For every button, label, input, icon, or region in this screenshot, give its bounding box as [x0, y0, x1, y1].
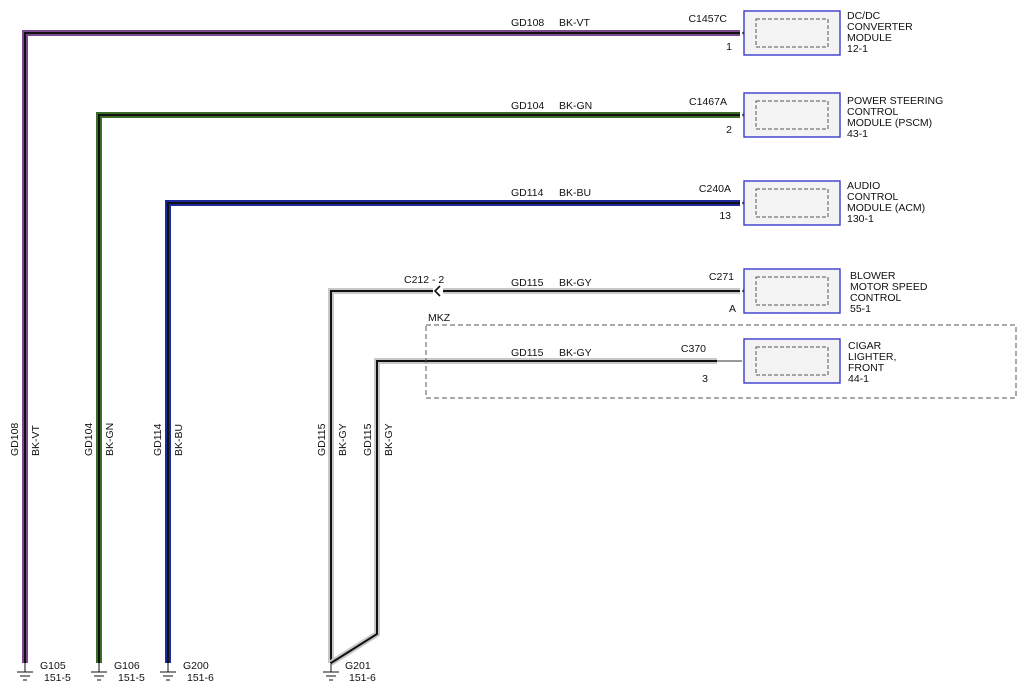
ground-g200-icon [160, 663, 176, 681]
vwire-gd115-cigar-color: BK-GY [383, 423, 395, 456]
wire-gd115-cigar-color-label: BK-GY [559, 347, 592, 359]
option-box [425, 324, 1017, 399]
ground-g105-id: G105 [40, 660, 66, 672]
connector-c1457c-label: C1457C [688, 13, 727, 25]
module-blower-name-line2: MOTOR SPEED [850, 281, 928, 293]
module-cigar-inner [755, 346, 829, 376]
wire-gd115-cigar-outer [329, 358, 717, 666]
wire-gd115-blower-core-a [330, 290, 433, 663]
module-acm-inner [755, 188, 829, 218]
ground-g200-id: G200 [183, 660, 209, 672]
wire-gd104-circuit-label: GD104 [511, 100, 544, 112]
module-blower-inner [755, 276, 829, 306]
connector-c271-label: C271 [709, 271, 734, 283]
ground-g106-ref: 151-5 [118, 672, 145, 684]
wire-gd115-cigar-circuit-label: GD115 [511, 347, 544, 359]
module-dcdc-name-line3: MODULE [847, 32, 892, 44]
module-pscm-name-line2: CONTROL [847, 106, 898, 118]
module-acm-box [743, 180, 841, 226]
module-pscm-ref: 43-1 [847, 128, 868, 140]
connector-c1467a-pin: 2 [726, 124, 732, 136]
module-pscm-name-line1: POWER STEERING [847, 95, 943, 107]
module-blower-ref: 55-1 [850, 303, 871, 315]
ground-g201-icon [323, 663, 339, 681]
ground-g106-icon [91, 663, 107, 681]
module-acm-name-line3: MODULE (ACM) [847, 202, 925, 214]
wire-gd115-cigar-core [330, 360, 717, 664]
ground-g106-id: G106 [114, 660, 140, 672]
wire-gd115-blower-color-label: BK-GY [559, 277, 592, 289]
wire-gd114-color-label: BK-BU [559, 187, 591, 199]
wire-gd114-circuit-label: GD114 [511, 187, 544, 199]
wire-gd108-outer [22, 30, 740, 663]
wire-gd114-core [167, 202, 740, 663]
wire-gd114-outer [165, 200, 740, 663]
connector-c240a-pin: 13 [719, 210, 731, 222]
module-pscm-box [743, 92, 841, 138]
vwire-gd115-blower-color: BK-GY [337, 423, 349, 456]
wire-gd108[interactable] [22, 30, 740, 663]
wire-gd108-circuit-label: GD108 [511, 17, 544, 29]
wire-gd104[interactable] [96, 112, 740, 663]
module-pscm-inner [755, 100, 829, 130]
wire-gd108-color-label: BK-VT [559, 17, 591, 29]
module-pscm[interactable] [743, 92, 841, 138]
ground-g201-ref: 151-6 [349, 672, 376, 684]
vwire-gd104-circuit: GD104 [83, 423, 95, 456]
wire-gd104-core [98, 114, 740, 663]
module-dcdc-inner [755, 18, 829, 48]
ground-g201-id: G201 [345, 660, 371, 672]
connector-c271-pin: A [729, 303, 736, 315]
module-dcdc-name-line1: DC/DC [847, 10, 881, 22]
wire-gd115-blower[interactable] [328, 288, 740, 663]
module-cigar-ref: 44-1 [848, 373, 869, 385]
module-dcdc-name-line2: CONVERTER [847, 21, 913, 33]
connector-c1457c-pin: 1 [726, 41, 732, 53]
connector-c240a-label: C240A [699, 183, 731, 195]
module-cigar-name-line2: LIGHTER, [848, 351, 896, 363]
wire-gd108-core [24, 32, 740, 663]
module-acm[interactable] [743, 180, 841, 226]
module-acm-name-line2: CONTROL [847, 191, 898, 203]
wire-gd104-color-label: BK-GN [559, 100, 592, 112]
connector-c370-label: C370 [681, 343, 706, 355]
connector-c370-pin: 3 [702, 373, 708, 385]
wire-gd114[interactable] [165, 200, 740, 663]
module-dcdc-box [743, 10, 841, 56]
module-acm-ref: 130-1 [847, 213, 874, 225]
module-blower-name-line1: BLOWER [850, 270, 896, 282]
module-pscm-name-line3: MODULE (PSCM) [847, 117, 932, 129]
wire-gd115-blower-circuit-label: GD115 [511, 277, 544, 289]
ground-g200-ref: 151-6 [187, 672, 214, 684]
module-cigar-name-line3: FRONT [848, 362, 885, 374]
inline-connector-c212-label: C212 - 2 [404, 274, 444, 286]
vwire-gd108-color: BK-VT [30, 424, 42, 456]
module-cigar-name-line1: CIGAR [848, 340, 882, 352]
module-blower[interactable] [743, 268, 841, 314]
vwire-gd114-circuit: GD114 [152, 423, 164, 456]
module-acm-name-line1: AUDIO [847, 180, 880, 192]
module-blower-name-line3: CONTROL [850, 292, 901, 304]
vwire-gd115-cigar-circuit: GD115 [362, 423, 374, 456]
option-box-label: MKZ [428, 312, 451, 324]
vwire-gd115-blower-circuit: GD115 [316, 423, 328, 456]
connector-c212-icon [433, 285, 441, 297]
vwire-gd114-color: BK-BU [173, 424, 185, 456]
module-blower-box [743, 268, 841, 314]
module-cigar-lighter[interactable] [743, 338, 841, 384]
vwire-gd108-circuit: GD108 [9, 423, 21, 456]
module-cigar-box [743, 338, 841, 384]
ground-g105-ref: 151-5 [44, 672, 71, 684]
vwire-gd104-color: BK-GN [104, 423, 116, 456]
module-dcdc-ref: 12-1 [847, 43, 868, 55]
module-dcdc-converter[interactable] [743, 10, 841, 56]
connector-c1467a-label: C1467A [689, 96, 727, 108]
wire-gd115-cigar[interactable] [329, 358, 742, 666]
wire-gd104-outer [96, 112, 740, 663]
ground-g105-icon [17, 663, 33, 681]
wire-gd115-blower-outer-a [328, 288, 433, 663]
